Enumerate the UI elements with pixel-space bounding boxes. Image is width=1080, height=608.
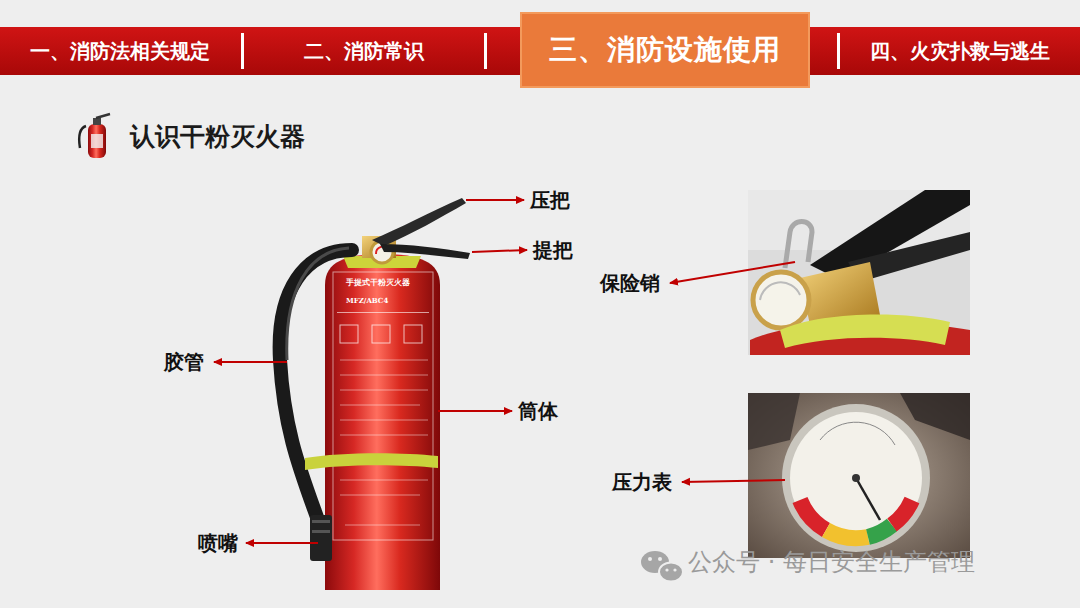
product-name: 手提式干粉灭火器 — [346, 277, 410, 287]
part-label: 压力表 — [612, 468, 672, 496]
part-label: 提把 — [533, 236, 573, 264]
tab-text: 二、消防常识 — [304, 38, 424, 65]
leader-arrows — [214, 200, 795, 543]
pressure-gauge-photo — [748, 393, 970, 558]
title-icon — [79, 114, 110, 158]
tab-text: 四、火灾扑救与逃生 — [870, 38, 1050, 65]
tab: 二、消防常识 — [245, 27, 483, 75]
wechat-icon — [641, 551, 683, 582]
extinguisher-illustration — [280, 198, 470, 590]
watermark: 公众号 · 每日安全生产管理 — [688, 548, 975, 576]
active-tab: 三、消防设施使用 — [520, 12, 810, 88]
tab-text: 一、消防法相关规定 — [30, 38, 210, 65]
tab-text: 三、消防设施使用 — [549, 31, 781, 69]
slide-title: 认识干粉灭火器 — [130, 120, 305, 154]
safety-pin-photo — [748, 190, 970, 355]
part-label: 保险销 — [600, 269, 660, 297]
tab: 四、火灾扑救与逃生 — [842, 27, 1078, 75]
tab: 一、消防法相关规定 — [0, 27, 240, 75]
part-label: 压把 — [530, 186, 570, 214]
part-label: 喷嘴 — [198, 529, 238, 557]
part-label: 筒体 — [518, 397, 558, 425]
model-number: MFZ/ABC4 — [346, 296, 388, 306]
part-label: 胶管 — [164, 348, 204, 376]
